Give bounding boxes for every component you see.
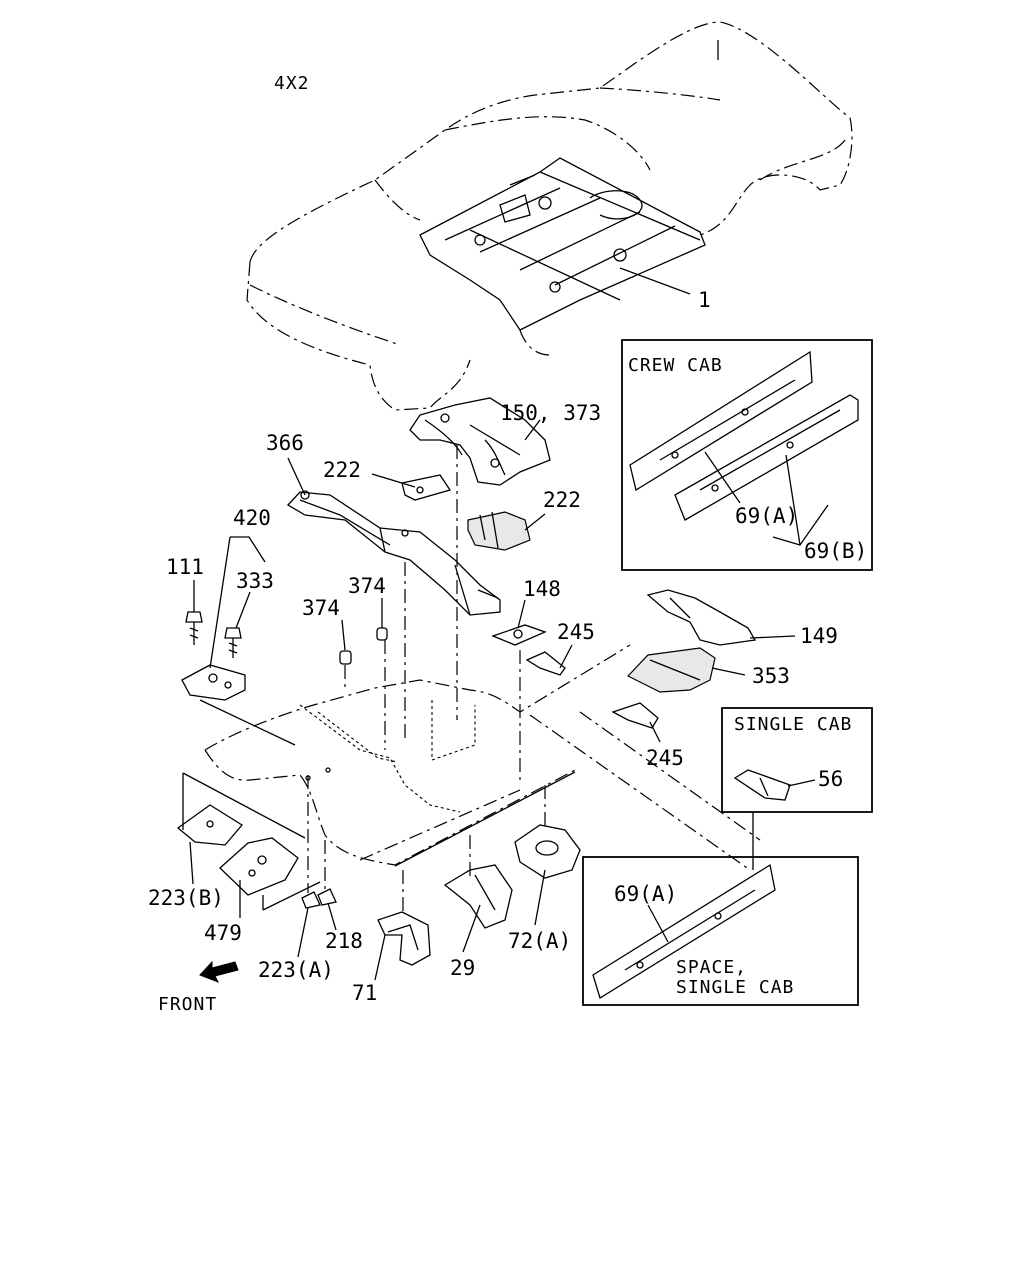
callout-420: 420	[233, 506, 271, 530]
leader-lines	[189, 267, 796, 981]
callout-218: 218	[325, 929, 363, 953]
side-rail-69b-crew	[674, 394, 859, 521]
callout-333: 333	[236, 569, 274, 593]
mount-72a-part	[514, 824, 581, 879]
plug-374-left	[339, 650, 352, 665]
callout-245-upper: 245	[557, 620, 595, 644]
clip-218-part	[317, 888, 337, 906]
plate-148-part	[491, 624, 547, 646]
callout-71: 71	[352, 981, 377, 1005]
assembly-lines	[182, 445, 754, 915]
bracket-245-upper	[525, 651, 566, 676]
bracket-56-part	[733, 769, 791, 801]
side-rail-69a-crew	[629, 350, 813, 492]
space-single-cab-title-1: SPACE,	[676, 957, 747, 978]
bracket-222-upper	[401, 474, 452, 501]
front-label: FRONT	[158, 994, 217, 1015]
bracket-222-lower	[467, 511, 531, 551]
crossmember-part	[286, 490, 501, 616]
callout-353: 353	[752, 664, 790, 688]
bracket-479-part	[219, 837, 299, 896]
single-cab-title: SINGLE CAB	[734, 714, 852, 735]
bracket-29-part	[443, 864, 513, 929]
variant-label: 4X2	[274, 73, 310, 94]
callout-72a: 72(A)	[508, 929, 571, 953]
callout-111: 111	[166, 555, 204, 579]
callout-149: 149	[800, 624, 838, 648]
underbody-outline	[204, 644, 761, 871]
callout-222-lower: 222	[543, 488, 581, 512]
callout-69b-crew: 69(B)	[804, 539, 867, 563]
callout-245-lower: 245	[646, 746, 684, 770]
rear-panel-353	[627, 647, 716, 693]
callout-366: 366	[266, 431, 304, 455]
rear-panel-149	[646, 589, 757, 646]
bracket-420-part	[181, 664, 246, 701]
space-single-cab-title-2: SINGLE CAB	[676, 977, 794, 998]
callout-150-373: 150, 373	[500, 401, 601, 425]
callout-148: 148	[523, 577, 561, 601]
vehicle-body-outline	[246, 21, 853, 411]
callout-69a-space: 69(A)	[614, 882, 677, 906]
bolt-111-part	[185, 611, 203, 645]
plate-223b-part	[176, 804, 243, 846]
callout-374-left: 374	[302, 596, 340, 620]
front-arrow-icon	[199, 960, 239, 983]
callout-29: 29	[450, 956, 475, 980]
callout-labels: 4X2 1 150, 373 366 222 222 420 111 333 3…	[148, 73, 838, 1005]
plug-374-right	[376, 627, 388, 641]
bracket-71-part	[377, 911, 431, 966]
side-rail-69a-space	[592, 863, 776, 999]
callout-223a: 223(A)	[258, 958, 334, 982]
bolt-333-part	[224, 627, 242, 658]
space-single-cab-box: 69(A) SPACE, SINGLE CAB	[582, 856, 859, 1006]
floor-panel	[419, 157, 706, 331]
callout-479: 479	[204, 921, 242, 945]
crew-cab-box: CREW CAB 69(A) 69(B)	[621, 339, 873, 571]
crew-cab-title: CREW CAB	[628, 355, 723, 376]
bracket-245-lower	[611, 702, 659, 729]
callout-374-right: 374	[348, 574, 386, 598]
clip-223a-part	[301, 891, 321, 909]
tunnel-panel-part	[409, 397, 551, 486]
single-cab-box: SINGLE CAB 56	[721, 707, 873, 813]
callout-223b: 223(B)	[148, 886, 224, 910]
callout-1: 1	[698, 288, 711, 312]
callout-56: 56	[818, 767, 843, 791]
callout-222-upper: 222	[323, 458, 361, 482]
callout-69a-crew: 69(A)	[735, 504, 798, 528]
